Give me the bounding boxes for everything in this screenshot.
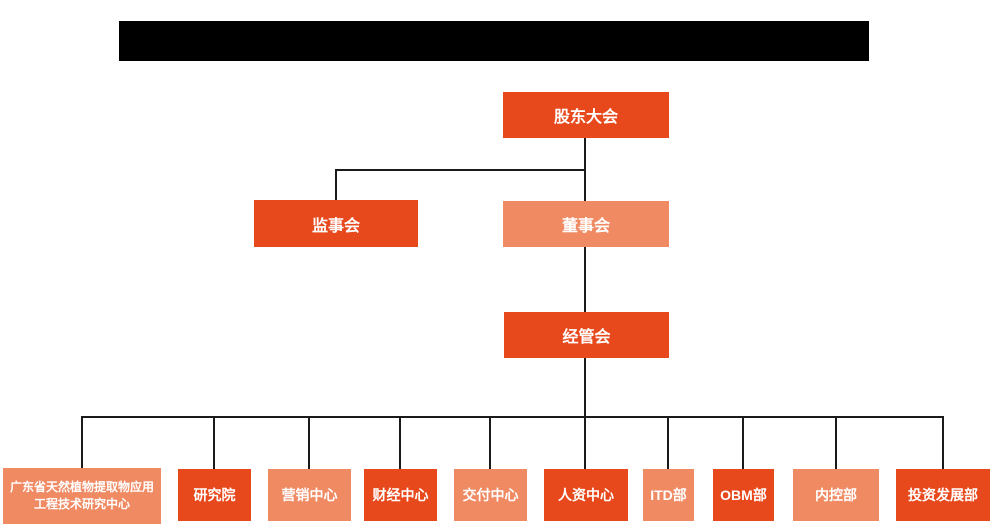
node-finance-center: 财经中心	[364, 469, 437, 521]
node-research-institute: 研究院	[178, 469, 251, 521]
connector-drop-itd-dept	[667, 416, 669, 469]
node-internal-control-dept: 内控部	[793, 469, 879, 521]
connector-bottom-bus	[81, 416, 944, 418]
connector-drop-research-center	[81, 416, 83, 469]
node-delivery-center: 交付中心	[454, 469, 527, 521]
connector-drop-research-institute	[213, 416, 215, 469]
connector-drop-finance-center	[399, 416, 401, 469]
connector-branch-horizontal	[335, 169, 586, 171]
node-board-of-directors: 董事会	[503, 201, 669, 247]
connector-drop-marketing-center	[308, 416, 310, 469]
node-shareholders-meeting: 股东大会	[503, 92, 669, 138]
node-management-committee: 经管会	[504, 312, 669, 358]
connector-drop-internal-control	[835, 416, 837, 469]
connector-drop-delivery-center	[489, 416, 491, 469]
connector-drop-hr-center	[584, 416, 586, 469]
connector-drop-investment-dev	[942, 416, 944, 469]
node-supervisory-board: 监事会	[254, 200, 418, 247]
node-research-center: 广东省天然植物提取物应用工程技术研究中心	[3, 468, 161, 524]
node-obm-dept: OBM部	[713, 469, 774, 521]
connector-supervisory-down	[335, 169, 337, 200]
connector-directors-down	[584, 247, 586, 312]
node-investment-dev-dept: 投资发展部	[896, 469, 990, 521]
connector-management-down	[584, 358, 586, 417]
connector-drop-obm-dept	[742, 416, 744, 469]
node-hr-center: 人资中心	[544, 469, 628, 521]
node-itd-dept: ITD部	[643, 469, 694, 521]
node-marketing-center: 营销中心	[268, 469, 351, 521]
redacted-title-bar	[119, 21, 869, 61]
